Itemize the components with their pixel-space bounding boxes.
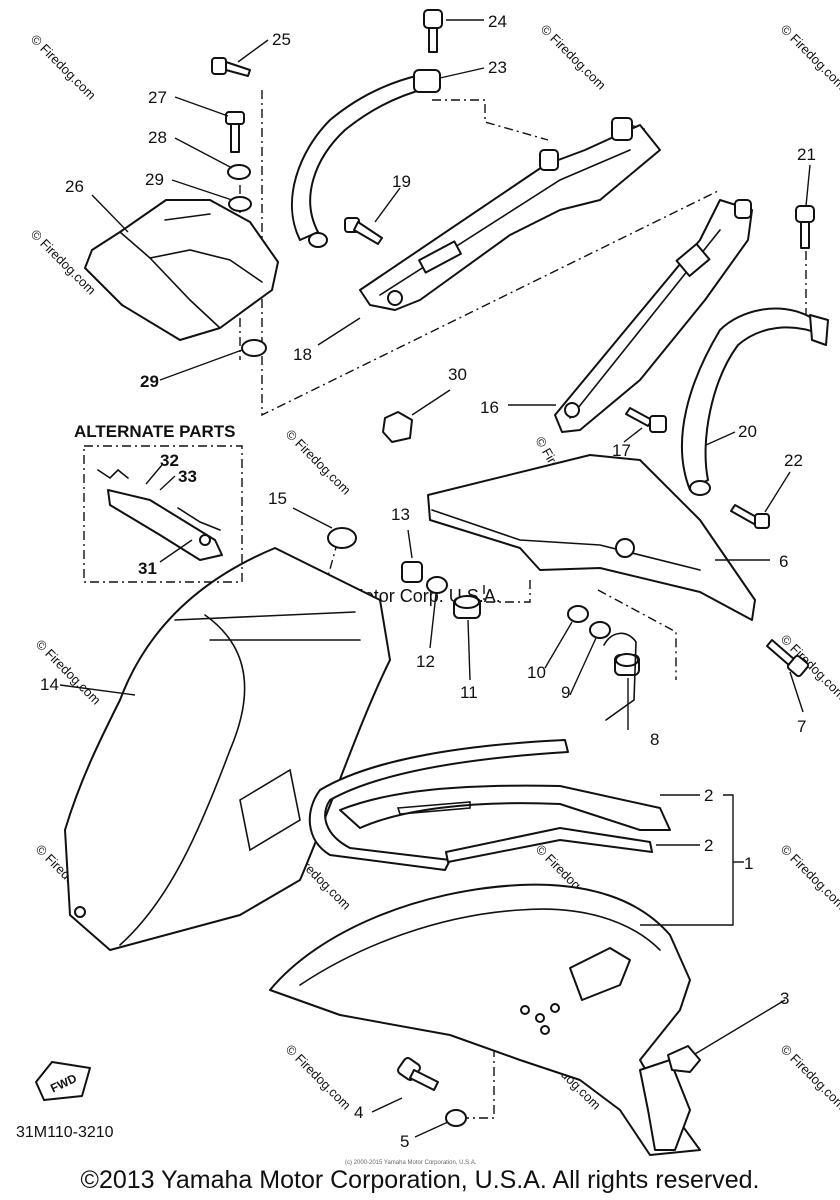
callout-29-upper: 29	[145, 170, 164, 189]
callout-9: 9	[561, 683, 570, 702]
callout-32: 32	[160, 451, 179, 470]
washer-12	[426, 576, 448, 594]
callout-18: 18	[293, 345, 312, 364]
callout-21: 21	[797, 145, 816, 164]
callout-5: 5	[400, 1132, 409, 1151]
bracket-18	[359, 117, 661, 311]
bolt-7	[766, 639, 810, 678]
callout-29-lower: 29	[140, 372, 159, 391]
callout-6: 6	[779, 552, 788, 571]
callout-2b: 2	[704, 836, 713, 855]
grab-bar-20	[680, 307, 829, 496]
leader-lines	[59, 19, 811, 1138]
callout-7: 7	[797, 717, 806, 736]
collar-8	[614, 653, 640, 676]
callout-23: 23	[488, 58, 507, 77]
front-fender-1	[269, 883, 701, 1156]
clip-30	[382, 411, 413, 443]
rubber-mount-outline	[603, 632, 637, 721]
alternate-parts-title: ALTERNATE PARTS	[74, 422, 236, 441]
callout-22: 22	[784, 451, 803, 470]
nut-13	[401, 561, 423, 583]
stripe-2-outer	[308, 739, 569, 871]
callout-27: 27	[148, 88, 167, 107]
bolt-25	[211, 57, 251, 77]
washer-9	[589, 621, 611, 639]
parts-diagram: © Firedog.com © Firedog.com © Firedog.co…	[16, 9, 840, 1156]
fwd-arrow: FWD	[35, 1061, 91, 1101]
bracket-16	[554, 199, 753, 433]
site-watermark: © Firedog.com	[283, 1042, 354, 1113]
washer-28	[227, 164, 251, 180]
site-watermark: © Firedog.com	[28, 32, 99, 103]
callout-26: 26	[65, 177, 84, 196]
site-watermark: © Firedog.com	[538, 22, 609, 93]
part-26-cover	[84, 199, 279, 341]
diagram-code: 31M110-3210	[16, 1124, 114, 1141]
callout-12: 12	[416, 652, 435, 671]
callout-11: 11	[460, 683, 478, 702]
damper-29-lower	[241, 339, 267, 357]
site-watermark: © Firedog.com	[778, 22, 840, 93]
callout-1: 1	[744, 854, 753, 873]
bolt-24	[423, 9, 443, 53]
site-watermark: © Firedog.com	[778, 842, 840, 913]
reflector-3	[667, 1045, 701, 1073]
site-watermark: © Firedog.com	[778, 1042, 840, 1113]
callout-28: 28	[148, 128, 167, 147]
bolt-4	[397, 1057, 439, 1091]
stripe-2-inner	[339, 784, 671, 863]
nut-10	[567, 605, 589, 623]
site-watermark: © Firedog.com	[33, 637, 104, 708]
callout-33: 33	[178, 467, 197, 486]
callout-31: 31	[138, 559, 157, 578]
callout-4: 4	[354, 1103, 363, 1122]
callout-13: 13	[391, 505, 410, 524]
bolt-19	[344, 217, 383, 245]
mudflap-stay-6	[427, 454, 756, 621]
callout-16: 16	[480, 398, 499, 417]
rear-fender-14	[64, 547, 391, 951]
alternate-parts-box	[83, 445, 243, 583]
callout-20: 20	[738, 422, 757, 441]
callout-15: 15	[268, 489, 287, 508]
callout-10: 10	[527, 663, 546, 682]
callout-24: 24	[488, 12, 507, 31]
callout-3: 3	[780, 989, 789, 1008]
copyright-notice: ©2013 Yamaha Motor Corporation, U.S.A. A…	[80, 1166, 760, 1194]
damper-29-upper	[228, 196, 252, 212]
site-watermark: © Firedog.com	[283, 427, 354, 498]
callout-14: 14	[40, 675, 59, 694]
bolt-22	[730, 504, 770, 529]
tiny-copyright-notice: (c) 2000-2015 Yamaha Motor Corporation, …	[345, 1160, 477, 1166]
callout-2a: 2	[704, 786, 713, 805]
bolt-27	[225, 111, 245, 153]
callout-19: 19	[392, 172, 411, 191]
bolt-17	[625, 407, 667, 433]
grommet-15	[327, 527, 357, 549]
callout-25: 25	[272, 30, 291, 49]
callouts: 25 24 23 27 28 29 26 19 21 18 29 30 16 1…	[40, 12, 816, 1151]
grab-bar-23	[291, 69, 441, 248]
washer-5	[445, 1109, 467, 1127]
bolt-21	[795, 205, 815, 249]
callout-8: 8	[650, 730, 659, 749]
collar-11	[453, 595, 481, 619]
callout-17: 17	[612, 441, 631, 460]
callout-30: 30	[448, 365, 467, 384]
